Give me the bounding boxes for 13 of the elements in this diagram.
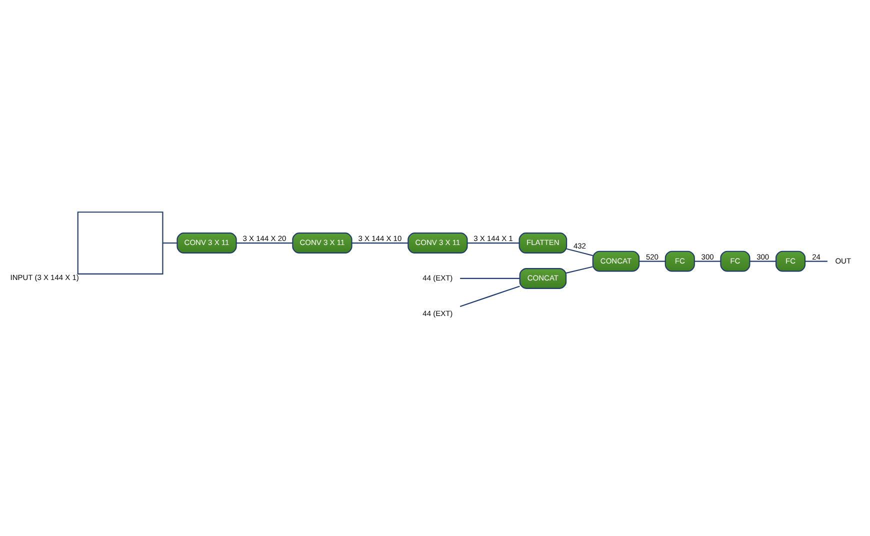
connector	[460, 278, 520, 279]
connector	[566, 248, 593, 256]
connector	[750, 260, 776, 262]
node-box	[77, 212, 164, 274]
connector	[805, 260, 828, 262]
connector	[352, 242, 408, 244]
connector	[460, 286, 520, 307]
connector	[566, 266, 593, 274]
connector	[694, 260, 721, 262]
connector	[236, 242, 292, 244]
connector	[467, 242, 520, 244]
connector	[639, 260, 666, 262]
connector	[162, 242, 177, 244]
